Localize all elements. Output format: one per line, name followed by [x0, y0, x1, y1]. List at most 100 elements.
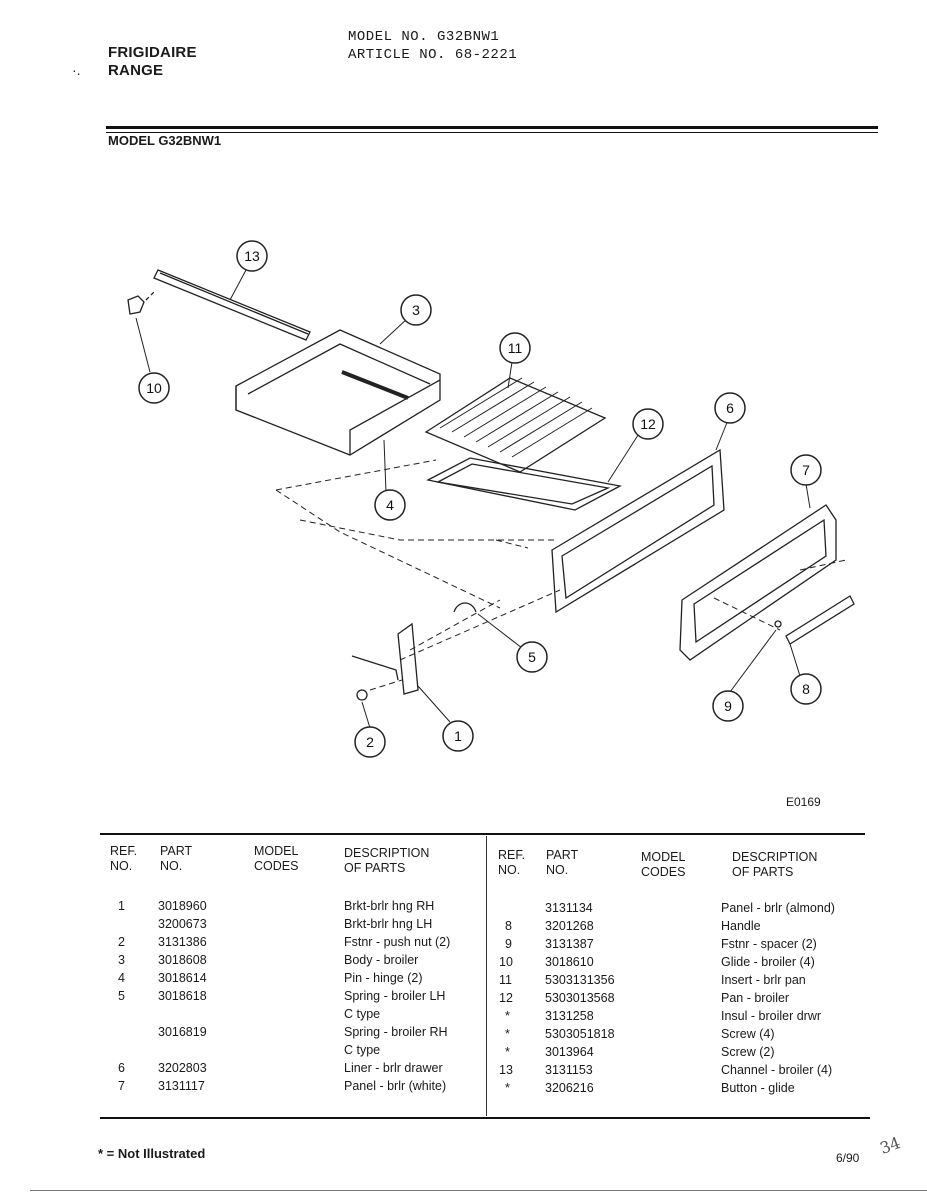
- ref-cell: 1: [118, 899, 125, 913]
- desc-cell: Glide - broiler (4): [721, 955, 815, 969]
- header-model-line2: CODES: [254, 859, 299, 873]
- desc-cell: Fstnr - spacer (2): [721, 937, 817, 951]
- part-cell: [158, 1005, 344, 1023]
- bottom-rule: [30, 1190, 927, 1191]
- svg-text:3: 3: [412, 302, 420, 318]
- header-rule: [106, 126, 878, 129]
- header-model-right: MODEL CODES: [641, 850, 685, 880]
- part-broiler-body: [235, 329, 441, 456]
- svg-text:9: 9: [724, 698, 732, 714]
- diagram-code: E0169: [786, 795, 821, 809]
- part-cell: 3201268: [545, 919, 594, 933]
- part-cell: 3131258: [545, 1009, 594, 1023]
- ref-cell: *: [505, 1081, 510, 1095]
- desc-cell: Screw (2): [721, 1045, 775, 1059]
- desc-cell: Brkt-brlr hng RH: [344, 899, 435, 913]
- desc-cell: Spring - broiler RH: [344, 1025, 448, 1039]
- callout-2: 2: [354, 726, 386, 758]
- article-number: ARTICLE NO. 68-2221: [348, 47, 518, 63]
- svg-text:13: 13: [244, 248, 260, 264]
- callout-8: 8: [790, 673, 822, 705]
- ref-cell: *: [505, 1009, 510, 1023]
- desc-cell: C type: [344, 1007, 381, 1021]
- desc-cell: Panel - brlr (almond): [721, 901, 835, 915]
- table-bottom-rule: [100, 1117, 870, 1119]
- desc-cell: Button - glide: [721, 1081, 795, 1095]
- part-glide: [127, 295, 145, 315]
- part-cell: 3018610: [545, 955, 594, 969]
- part-cell: 5303051818: [545, 1027, 615, 1041]
- brand-block: FRIGIDAIRE RANGE: [108, 44, 197, 80]
- part-cell: 3200673: [158, 917, 207, 931]
- svg-text:7: 7: [802, 462, 810, 478]
- exploded-parts-diagram: 13 3 11 10 12 6 4 7 5 8 2 1 9: [127, 240, 855, 758]
- part-cell: 3018608: [158, 953, 207, 967]
- header-ref-line1: REF.: [498, 848, 526, 862]
- table-row: 3131134 Panel - brlr (almond): [487, 899, 870, 917]
- part-cell: 3131117: [158, 1079, 205, 1093]
- table-row: 13 3131153 Channel - broiler (4): [487, 1061, 870, 1079]
- callout-12: 12: [632, 408, 664, 440]
- part-broiler-panel: [679, 504, 837, 661]
- ref-cell: 6: [118, 1061, 125, 1075]
- ref-cell: 5: [118, 989, 125, 1003]
- ref-cell: 7: [118, 1079, 125, 1093]
- header-model-line1: MODEL: [254, 844, 299, 858]
- callout-4: 4: [374, 489, 406, 521]
- svg-text:6: 6: [726, 400, 734, 416]
- desc-cell: Body - broiler: [344, 953, 419, 967]
- desc-cell: C type: [344, 1043, 381, 1057]
- header-model-line2: CODES: [641, 865, 686, 879]
- desc-cell: Panel - brlr (white): [344, 1079, 447, 1093]
- ref-cell: 11: [499, 973, 512, 987]
- header-ref-line1: REF.: [110, 844, 138, 858]
- desc-cell: Channel - broiler (4): [721, 1063, 833, 1077]
- header-desc-line2: OF PARTS: [344, 861, 406, 875]
- part-cell: 3018618: [158, 989, 207, 1003]
- svg-text:10: 10: [146, 380, 162, 396]
- part-spring: [453, 602, 477, 613]
- ref-cell: 13: [499, 1063, 513, 1077]
- desc-cell: Handle: [721, 919, 761, 933]
- part-push-nut: [356, 689, 368, 701]
- callout-10: 10: [138, 372, 170, 404]
- header-desc-line2: OF PARTS: [732, 865, 794, 879]
- ref-cell: 8: [505, 919, 512, 933]
- part-cell: 3206216: [545, 1081, 594, 1095]
- part-cell: [158, 1041, 344, 1059]
- table-row: C type: [100, 1005, 486, 1023]
- part-broiler-insert: [424, 377, 607, 473]
- table-row: 8 3201268 Handle: [487, 917, 870, 935]
- header-rule-thin: [106, 132, 878, 133]
- brand-name: FRIGIDAIRE: [108, 44, 197, 61]
- model-number: MODEL NO. G32BNW1: [348, 29, 500, 45]
- page-date: 6/90: [836, 1151, 860, 1165]
- footnote: * = Not Illustrated: [98, 1146, 206, 1161]
- part-cell: 3016819: [158, 1025, 207, 1039]
- part-cell: 3013964: [545, 1045, 594, 1059]
- part-cell: 3131153: [545, 1063, 593, 1077]
- ref-cell: [100, 1041, 158, 1059]
- ref-cell: 10: [499, 955, 513, 969]
- header-part-line2: NO.: [546, 863, 569, 877]
- part-broiler-pan: [426, 457, 622, 511]
- header-ref-line2: NO.: [498, 863, 521, 877]
- ref-cell: [100, 915, 158, 933]
- header-ref-line2: NO.: [110, 859, 133, 873]
- header-ref-left: REF. NO.: [110, 844, 137, 874]
- part-cell: 3018960: [158, 899, 207, 913]
- table-row: 1 3018960 Brkt-brlr hng RH: [100, 897, 486, 915]
- header-part-line1: PART: [160, 844, 193, 858]
- header-ref-right: REF. NO.: [498, 848, 525, 878]
- header-part-line1: PART: [546, 848, 579, 862]
- header-part-right: PART NO.: [546, 848, 578, 878]
- svg-text:11: 11: [508, 340, 523, 356]
- part-cell: 3131134: [545, 901, 593, 915]
- svg-text:12: 12: [640, 416, 656, 432]
